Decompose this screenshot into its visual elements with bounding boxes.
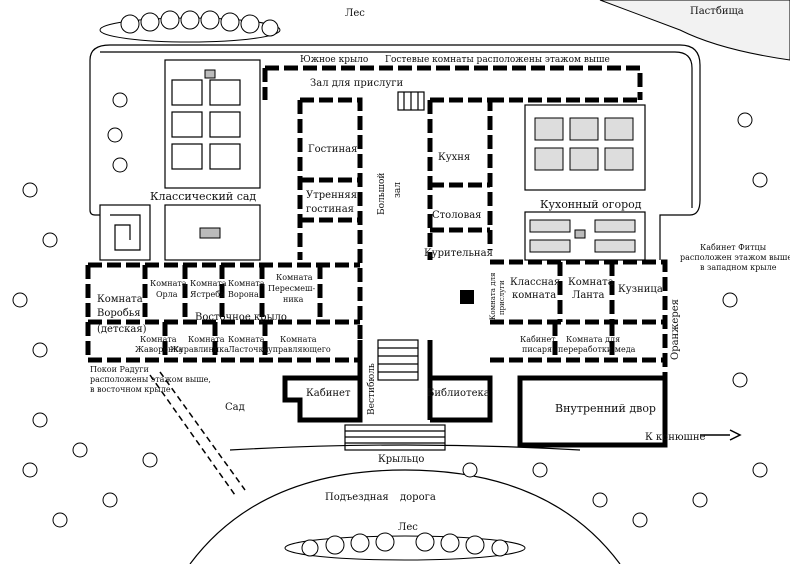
label-clerk-2: писаря xyxy=(522,345,552,354)
label-eagle-2: Орла xyxy=(156,290,178,299)
label-servants-hall: Зал для прислуги xyxy=(310,78,404,89)
label-pasture: Пастбища xyxy=(690,6,744,17)
label-steward-1: Комната xyxy=(280,335,317,344)
label-garden: Сад xyxy=(225,402,245,413)
label-crane-2: Журавлиника xyxy=(170,345,229,354)
label-eagle-1: Комната xyxy=(150,279,187,288)
label-library: Библиотека xyxy=(427,388,490,399)
label-radugi-3: в восточном крыле xyxy=(90,385,171,394)
garden-trees xyxy=(12,92,768,528)
label-sparrow-3: (детская) xyxy=(97,324,147,335)
label-honey-1: Комната для xyxy=(566,335,620,344)
front-block-walls xyxy=(282,340,668,448)
kitchen-garden-beds xyxy=(524,104,646,261)
label-south-wing: Южное крыло xyxy=(300,55,368,65)
label-sparrow-1: Комната xyxy=(97,294,143,305)
label-sparrow-2: Воробья xyxy=(97,308,141,319)
classic-garden-beds xyxy=(99,59,261,261)
label-fitch-2: расположен этажом выше, xyxy=(680,253,790,262)
service-stairs xyxy=(397,91,474,304)
estate-boundary xyxy=(89,44,701,260)
label-classroom-2: комната xyxy=(512,290,556,301)
garden-dashed-path xyxy=(149,371,246,496)
porch-stairs xyxy=(344,424,446,451)
label-lanta-2: Ланта xyxy=(572,290,605,301)
label-crow-2: Ворона xyxy=(228,290,259,299)
label-radugi-2: расположены этажом выше, xyxy=(90,375,211,384)
label-servants-room-1: Комната для xyxy=(489,272,497,320)
label-swallow-1: Комната xyxy=(228,335,265,344)
label-swallow-2: Ласточки xyxy=(228,345,269,354)
estate-boundary-left xyxy=(89,60,100,216)
driveway-arc xyxy=(189,469,621,564)
label-honey-2: переработки меда xyxy=(558,345,636,354)
label-kitchen: Кухня xyxy=(438,152,470,163)
label-radugi-1: Покои Радуги xyxy=(90,365,149,374)
label-morning-room-2: гостиная xyxy=(306,204,354,215)
label-east-wing: Восточное крыло xyxy=(195,312,287,323)
label-forest-top: Лес xyxy=(345,8,365,19)
label-hawk-1: Комната xyxy=(190,279,227,288)
driveway-outer xyxy=(229,444,581,451)
forest-bottom-trees xyxy=(284,532,526,561)
label-vestibule: Вестибюль xyxy=(366,363,377,415)
label-porch: Крыльцо xyxy=(378,454,424,465)
label-forge: Кузница xyxy=(618,284,663,295)
label-forest-bottom: Лес xyxy=(398,522,418,533)
label-servants-room-2: прислуги xyxy=(498,280,506,315)
estate-boundary-inner xyxy=(100,51,693,208)
label-mockingbird-1: Комната xyxy=(276,273,313,282)
label-steward-2: управляющего xyxy=(268,345,331,354)
label-hawk-2: Ястреба xyxy=(190,290,225,299)
label-lanta-1: Комната xyxy=(568,277,614,288)
label-lark-2: Жаворонка xyxy=(135,345,183,354)
label-smoking: Курительная xyxy=(424,248,493,259)
label-dining: Столовая xyxy=(432,210,481,221)
label-kitchen-garden: Кухонный огород xyxy=(540,198,642,211)
label-classic-garden: Классический сад xyxy=(150,190,256,203)
label-living-room: Гостиная xyxy=(308,144,357,155)
label-study: Кабинет xyxy=(306,388,351,399)
label-great-hall-2: зал xyxy=(393,182,403,198)
label-driveway-1: Подъездная xyxy=(325,492,389,503)
forest-top-trees xyxy=(99,10,281,43)
stable-path xyxy=(700,429,742,441)
label-greenhouse: Оранжерея xyxy=(670,299,681,360)
label-courtyard: Внутренний двор xyxy=(555,402,656,415)
label-mockingbird-2: Пересмеш- xyxy=(268,284,315,293)
label-clerk-1: Кабинет xyxy=(520,335,556,344)
label-driveway-2: дорога xyxy=(400,492,436,503)
label-morning-room-1: Утренняя xyxy=(306,190,357,201)
label-to-stable: К конюшне xyxy=(645,432,706,443)
label-fitch-1: Кабинет Фитцы xyxy=(700,243,767,252)
label-guest-rooms: Гостевые комнаты расположены этажом выше xyxy=(385,55,610,65)
label-crow-1: Комната xyxy=(228,279,265,288)
label-mockingbird-3: ника xyxy=(283,295,304,304)
pasture-field xyxy=(599,0,790,61)
vestibule-stairs xyxy=(377,339,419,381)
label-classroom-1: Классная xyxy=(510,277,560,288)
building-walls xyxy=(85,65,668,410)
map-labels: Лес Пастбища Южное крыло Гостевые комнат… xyxy=(90,6,790,533)
label-great-hall-1: Большой xyxy=(377,173,387,215)
label-lark-1: Комната xyxy=(140,335,177,344)
label-crane-1: Комната xyxy=(188,335,225,344)
label-fitch-3: в западном крыле xyxy=(700,263,777,272)
